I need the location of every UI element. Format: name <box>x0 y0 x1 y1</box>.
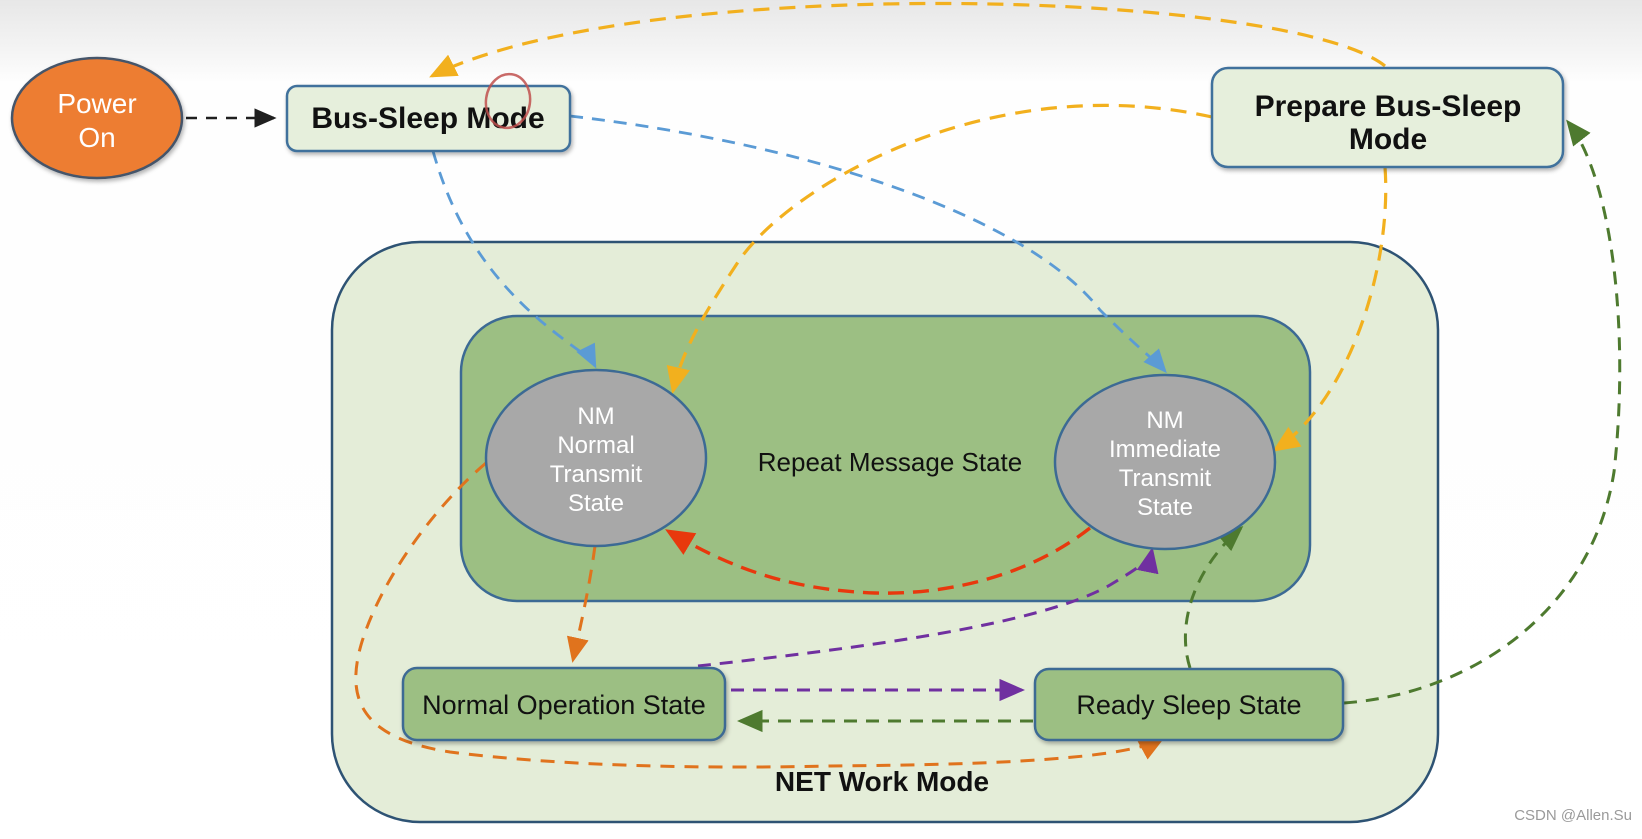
bus-sleep-label: Bus-Sleep Mode <box>311 102 544 135</box>
edge-bus-sleep-to-nm-immediate <box>569 114 1167 374</box>
nm-normal-label-line3: Transmit <box>550 461 643 488</box>
nm-normal-shape <box>484 368 708 548</box>
edge-nm-normal-to-ready-sleep-loop <box>354 461 1165 769</box>
repeat-message-label: Repeat Message State <box>758 447 1023 477</box>
nm-immediate-shape <box>1053 373 1277 551</box>
nm-immediate-label-line4: State <box>1137 494 1193 521</box>
node-ready-sleep-state: Ready Sleep State <box>1033 667 1345 742</box>
node-prepare-bus-sleep-mode: Prepare Bus-Sleep Mode <box>1210 66 1565 169</box>
node-power-on: Power On <box>10 56 184 180</box>
edge-normal-operation-to-nm-immediate <box>697 547 1159 668</box>
power-on-label-line2: On <box>78 122 115 153</box>
ready-sleep-label: Ready Sleep State <box>1076 690 1301 720</box>
edge-prepare-to-bus-sleep-top-arc <box>429 1 1386 78</box>
node-normal-operation-state: Normal Operation State <box>401 666 727 742</box>
prepare-bus-sleep-label-line1: Prepare Bus-Sleep <box>1255 90 1522 123</box>
node-bus-sleep-mode: Bus-Sleep Mode <box>285 72 572 153</box>
power-on-label-line1: Power <box>57 88 136 119</box>
normal-operation-shape <box>401 666 727 742</box>
node-nm-immediate-transmit-state: NM Immediate Transmit State <box>1053 373 1277 551</box>
ready-sleep-shape <box>1033 667 1345 742</box>
edge-ready-sleep-to-prepare <box>1343 119 1622 705</box>
nm-normal-label-line4: State <box>568 490 624 517</box>
normal-operation-label: Normal Operation State <box>422 690 706 720</box>
edge-nm-normal-to-normal-operation <box>566 545 597 663</box>
prepare-bus-sleep-shape <box>1210 66 1565 169</box>
net-work-mode-label: NET Work Mode <box>775 766 989 797</box>
nm-immediate-label-line3: Transmit <box>1119 465 1212 492</box>
edges-layer <box>186 1 1622 769</box>
node-nm-normal-transmit-state: NM Normal Transmit State <box>484 368 708 548</box>
nm-normal-label-line1: NM <box>577 403 614 430</box>
bus-sleep-shape <box>285 84 572 153</box>
nm-normal-label-line2: Normal <box>557 432 634 459</box>
power-on-shape <box>10 56 184 180</box>
red-circle-annotation <box>484 72 532 130</box>
edge-prepare-to-nm-immediate <box>1272 166 1388 452</box>
edge-ready-sleep-to-nm-immediate <box>1183 526 1244 669</box>
prepare-bus-sleep-label-line2: Mode <box>1349 123 1427 156</box>
nm-immediate-label-line1: NM <box>1146 407 1183 434</box>
nm-immediate-label-line2: Immediate <box>1109 436 1221 463</box>
edge-nm-immediate-to-nm-normal <box>665 526 1092 595</box>
watermark: CSDN @Allen.Su <box>1514 807 1632 824</box>
edge-prepare-to-nm-normal <box>666 103 1213 395</box>
